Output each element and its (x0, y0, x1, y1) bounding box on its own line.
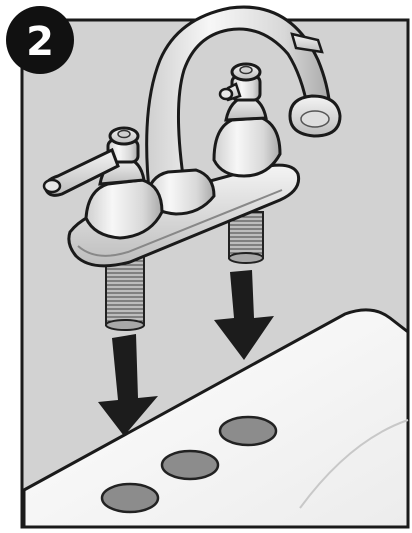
mounting-hole (102, 484, 158, 512)
step-number-badge: 2 (6, 6, 74, 74)
step-number: 2 (26, 19, 54, 65)
mounting-hole (220, 417, 276, 445)
mounting-hole (162, 451, 218, 479)
